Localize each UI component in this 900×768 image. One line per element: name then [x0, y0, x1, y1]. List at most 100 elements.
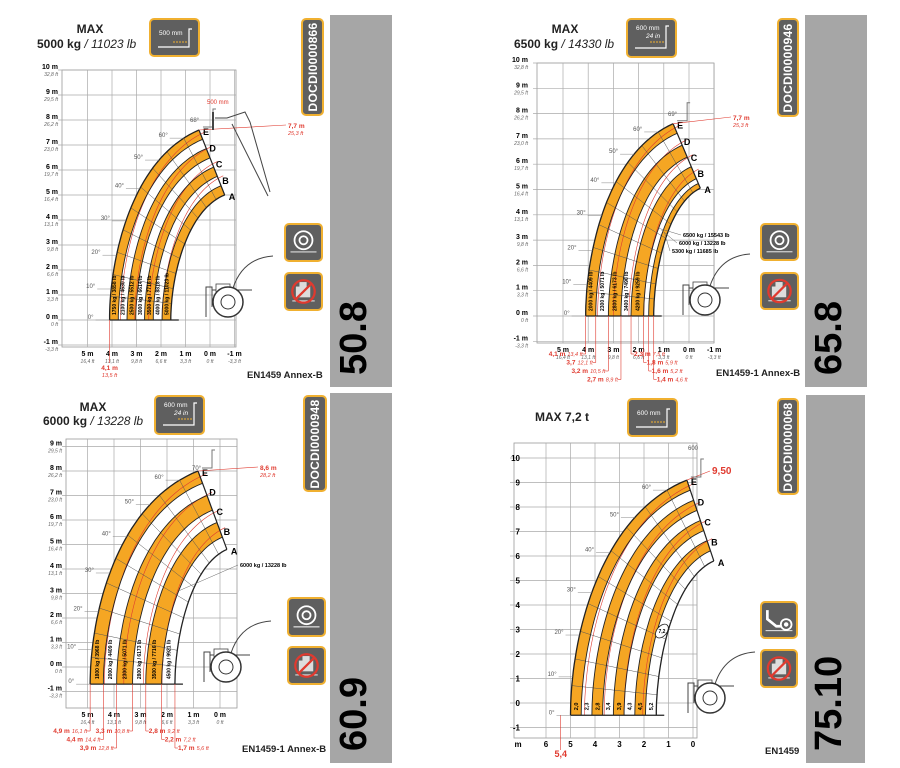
x-tick-label: 0 m: [214, 712, 226, 719]
y-tick-ft-label: 9,8 ft: [517, 242, 529, 248]
reach-mark-label: 2,2 m: [165, 737, 182, 744]
load-capacity-label: 2,8: [595, 703, 601, 711]
reference-arc: [628, 154, 693, 317]
boom-angle-line: [99, 607, 180, 635]
no-stabilizers-icon: [287, 646, 326, 685]
y-tick-label: 0 m: [46, 314, 58, 321]
load-chart-1: 5 m16,4 ft4 m13,1 ft3 m9,8 ft2 m6,6 ft1 …: [512, 57, 751, 384]
y-tick-ft-label: -3,3 ft: [45, 347, 58, 353]
capacity-kg: 5000 kg: [37, 37, 82, 51]
y-tick-label: 4 m: [516, 209, 528, 216]
extension-letter-A: A: [718, 558, 725, 568]
load-zone-band: [631, 166, 697, 316]
telehandler-body: [687, 651, 756, 713]
load-capacity-label: 1750 kg / 3858 lb: [112, 276, 118, 315]
x-tick-ft-label: 6,6 ft: [161, 720, 173, 726]
load-zone-band: [127, 148, 210, 320]
extension-letter-E: E: [202, 468, 208, 478]
y-tick-label: 6 m: [46, 164, 58, 171]
max-load-oval: [655, 623, 669, 639]
fork-offset-icon: 600 mm 24 in: [154, 395, 205, 435]
y-tick-label: 2 m: [50, 612, 62, 619]
y-tick-label: 1 m: [50, 637, 62, 644]
load-zone-band: [144, 167, 218, 320]
y-tick-ft-label: 6,6 ft: [517, 267, 529, 273]
y-tick-ft-label: 0 ft: [521, 318, 529, 324]
zone-boundary: [145, 522, 218, 685]
x-tick-label: 1 m: [179, 351, 191, 358]
grid-frame: [65, 438, 238, 709]
reach-mark-ft-label: 16,1 ft: [72, 729, 88, 735]
zone-boundary: [602, 509, 698, 716]
boom-angle-label: 0°: [549, 710, 555, 716]
x-tick-ft-label: 13,1 ft: [581, 355, 596, 361]
model-bar: 65.8: [805, 15, 867, 387]
y-tick-label: 4 m: [50, 563, 62, 570]
boom-angle-label: 60°: [633, 127, 643, 133]
boom-angle-line: [183, 138, 217, 200]
load-capacity-label: 3000 kg / 6614 lb: [138, 276, 144, 315]
boom-angle-line: [127, 534, 195, 588]
y-tick-label: 7: [516, 528, 521, 537]
x-tick-ft-label: 13,1 ft: [107, 720, 122, 726]
reach-mark-label: 1,8 m: [647, 360, 664, 367]
y-tick-ft-label: 29,5 ft: [513, 90, 529, 96]
load-zone-band: [90, 471, 203, 685]
y-tick-label: 10: [511, 454, 520, 463]
x-tick-ft-label: 16,4 ft: [81, 359, 96, 365]
x-tick-label: 4 m: [108, 712, 120, 719]
zone-boundary: [126, 148, 207, 321]
boom-angle-line: [657, 131, 694, 194]
model-number: 50.8: [333, 301, 375, 375]
fork-offset-icon: 600 mm: [627, 398, 678, 437]
zone-boundary: [643, 178, 697, 317]
wheel-icon: [212, 286, 244, 318]
boom-angle-label: 50°: [134, 155, 144, 161]
y-tick-ft-label: 0 ft: [55, 669, 63, 675]
zone-boundary: [620, 156, 688, 316]
y-tick-ft-label: 19,7 ft: [44, 172, 59, 178]
y-tick-ft-label: 29,5 ft: [43, 97, 59, 103]
telehandler-icon: [682, 253, 751, 316]
boom-angle-label: 30°: [567, 588, 577, 594]
boom-angle-label: 20°: [91, 250, 101, 256]
load-capacity-label: 2500 kg / 5512 lb: [129, 276, 135, 315]
extension-letter-D: D: [209, 143, 216, 153]
no-stabilizers-icon: [284, 272, 323, 311]
reference-arc: [143, 510, 219, 685]
y-tick-ft-label: 29,5 ft: [47, 449, 63, 455]
boom-angle-label: 10°: [67, 644, 77, 650]
fork-glyph: [202, 108, 216, 128]
load-capacity-label: 4,5: [638, 703, 644, 711]
load-capacity-label: 3500 kg / 7716 lb: [147, 276, 153, 315]
x-tick-label: 2 m: [161, 712, 173, 719]
zone-boundary: [108, 129, 200, 320]
reach-mark-ft-label: 8,9 ft: [606, 378, 619, 384]
y-tick-ft-label: 0 ft: [51, 322, 59, 328]
capacity-lb: 11023 lb: [91, 37, 137, 51]
zone-boundary: [634, 540, 708, 716]
reference-arc: [104, 474, 206, 685]
y-tick-label: 4: [516, 601, 521, 610]
x-tick-ft-label: 0 ft: [207, 359, 215, 365]
x-tick-ft-label: 3,3 ft: [188, 720, 200, 726]
fork-offset-icon: 600 mm 24 in: [626, 18, 677, 58]
reach-mark-label: 1,4 m: [657, 377, 674, 384]
x-tick-label: 2 m: [155, 351, 167, 358]
extension-letter-A: A: [229, 192, 236, 202]
load-zone-band: [570, 480, 691, 716]
wheel-hub: [697, 292, 713, 308]
boom-angle-line: [166, 151, 207, 208]
x-tick-ft-label: -3,3 ft: [708, 355, 721, 361]
load-capacity-label: 2,3: [585, 703, 591, 711]
load-zone-band: [608, 145, 688, 316]
y-tick-label: 0 m: [50, 661, 62, 668]
load-zone-band: [116, 495, 213, 685]
reach-mark-ft-label: 4,6 ft: [675, 378, 688, 384]
fork-offset-label: 600: [688, 446, 699, 452]
reference-arc: [161, 175, 224, 321]
reference-arc: [642, 538, 713, 716]
load-callout-label: 6000 kg / 13228 lb: [240, 563, 287, 569]
load-callout-label: 6000 kg / 13228 lb: [679, 241, 726, 247]
boom-angle-line: [627, 162, 678, 212]
